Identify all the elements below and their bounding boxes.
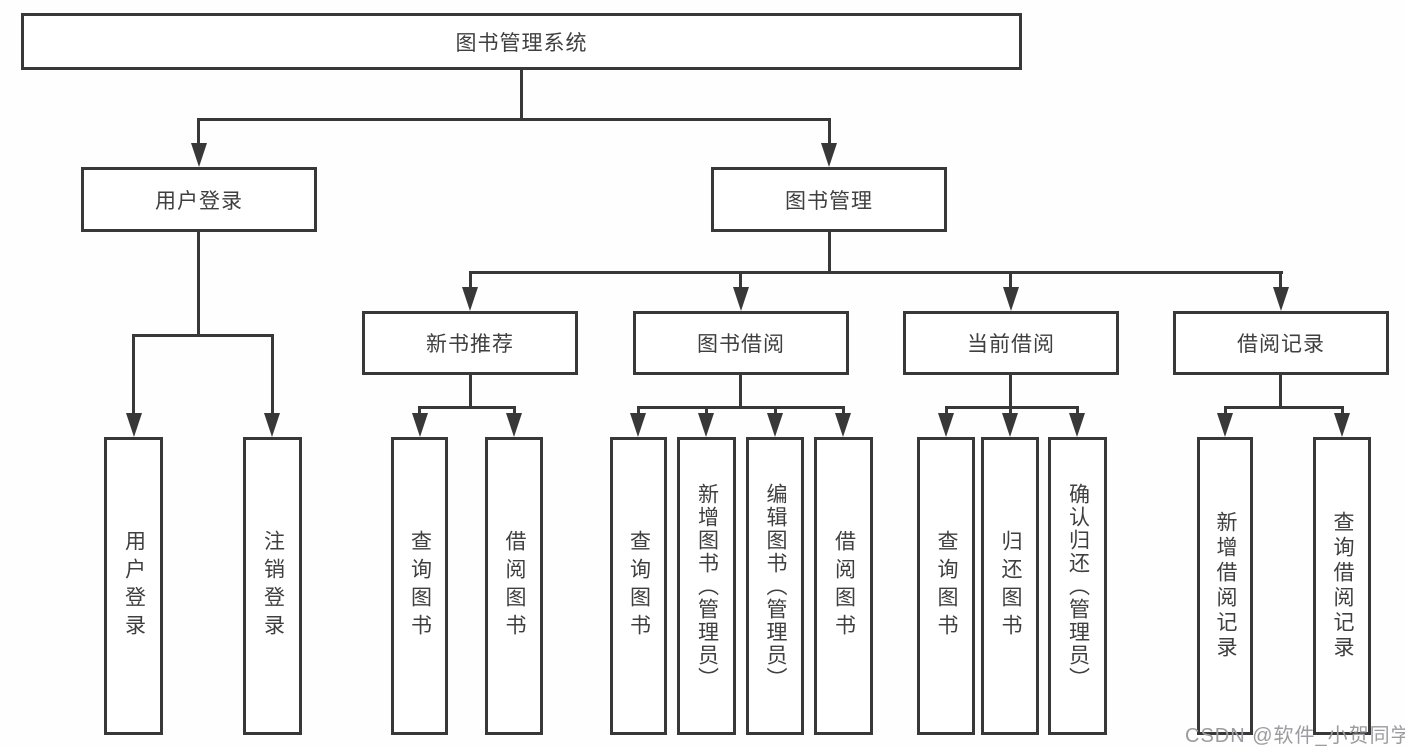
leaf-br-query-record-label: 查询借阅记录 [1331, 511, 1354, 661]
arrow-down-icon [938, 413, 954, 437]
arrow-down-icon [630, 413, 646, 437]
leaf-cb-return-book: 归还图书 [981, 437, 1039, 735]
leaf-user-login: 用户登录 [104, 437, 163, 735]
arrow-down-icon [462, 287, 478, 311]
connector-leaf-shaft [1076, 406, 1079, 415]
leaf-rec-borrow-book-label: 借阅图书 [503, 530, 526, 642]
arrow-down-icon [191, 143, 207, 167]
leaf-bb-add-book-label: 新增图书（管理员） [695, 482, 719, 690]
arrow-down-icon [506, 413, 522, 437]
leaf-bb-query-book-label: 查询图书 [627, 530, 651, 642]
leaf-cb-confirm-return-label: 确认归还（管理员） [1066, 482, 1090, 690]
leaf-bb-query-book: 查询图书 [610, 437, 667, 735]
arrow-down-icon [1003, 287, 1019, 311]
node-book-mgmt: 图书管理 [711, 167, 947, 232]
connector-bookborrow-stem [739, 375, 742, 409]
arrow-down-icon [412, 413, 428, 437]
leaf-rec-query-book: 查询图书 [391, 437, 448, 735]
connector-currentborrow-bar [945, 406, 1079, 409]
connector-l3-shaft [739, 271, 742, 289]
leaf-bb-edit-book-label: 编辑图书（管理员） [764, 482, 787, 690]
connector-bookmgmt-stem [828, 232, 831, 274]
node-borrow-records-label: 借阅记录 [1237, 333, 1325, 356]
arrow-down-icon [1069, 413, 1085, 437]
arrow-down-icon [126, 413, 142, 437]
connector-bookborrow-bar [637, 406, 845, 409]
leaf-bb-add-book: 新增图书（管理员） [677, 437, 736, 735]
arrow-down-icon [1334, 413, 1350, 437]
leaf-cb-query-book: 查询图书 [917, 437, 975, 735]
leaf-cb-confirm-return: 确认归还（管理员） [1048, 437, 1107, 735]
leaf-logout: 注销登录 [243, 437, 302, 735]
leaf-br-query-record: 查询借阅记录 [1313, 437, 1371, 735]
connector-bookmgmt-bar [469, 271, 1283, 274]
connector-borrowrecords-bar [1224, 406, 1344, 409]
connector-leaf-shaft [1341, 406, 1344, 415]
connector-leaf-shaft [842, 406, 845, 415]
node-book-borrow-label: 图书借阅 [697, 333, 785, 356]
connector-leaf-shaft [418, 406, 421, 415]
csdn-watermark: CSDN @软件_小贺同学 [1185, 725, 1405, 747]
leaf-user-login-label: 用户登录 [122, 530, 146, 642]
connector-newbookrec-stem [469, 375, 472, 409]
connector-l3-shaft [1279, 271, 1282, 289]
node-book-mgmt-label: 图书管理 [785, 189, 873, 213]
node-root: 图书管理系统 [21, 13, 1022, 70]
node-current-borrow-label: 当前借阅 [967, 333, 1055, 356]
connector-newbookrec-bar [418, 406, 516, 409]
connector-bookmgmt-shaft [828, 118, 831, 145]
node-borrow-records: 借阅记录 [1173, 311, 1389, 375]
connector-userlogin-shaft [197, 118, 200, 145]
connector-currentborrow-stem [1009, 375, 1012, 409]
connector-leaf-shaft [513, 406, 516, 415]
connector-leaf-shaft [705, 406, 708, 415]
leaf-cb-query-book-label: 查询图书 [935, 530, 958, 642]
arrow-down-icon [835, 413, 851, 437]
node-book-borrow: 图书借阅 [633, 311, 849, 375]
node-user-login-label: 用户登录 [155, 189, 243, 213]
connector-leaf-shaft [1224, 406, 1227, 415]
arrow-down-icon [767, 413, 783, 437]
connector-leaf-shaft [271, 334, 274, 415]
arrow-down-icon [1002, 413, 1018, 437]
arrow-down-icon [821, 143, 837, 167]
arrow-down-icon [1217, 413, 1233, 437]
leaf-rec-query-book-label: 查询图书 [408, 530, 432, 642]
arrow-down-icon [264, 413, 280, 437]
connector-userlogin-stem [197, 232, 200, 337]
connector-root-stem [520, 69, 523, 119]
connector-l3-shaft [469, 271, 472, 289]
connector-leaf-shaft [945, 406, 948, 415]
arrow-down-icon [1273, 287, 1289, 311]
connector-l3-shaft [1009, 271, 1012, 289]
connector-leaf-shaft [637, 406, 640, 415]
leaf-bb-borrow-book: 借阅图书 [814, 437, 873, 735]
node-root-label: 图书管理系统 [455, 31, 588, 55]
arrow-down-icon [698, 413, 714, 437]
connector-borrowrecords-stem [1279, 375, 1282, 409]
leaf-rec-borrow-book: 借阅图书 [485, 437, 543, 735]
leaf-cb-return-book-label: 归还图书 [999, 530, 1022, 642]
connector-leaf-shaft [132, 334, 135, 415]
leaf-logout-label: 注销登录 [261, 530, 285, 642]
leaf-br-add-record-label: 新增借阅记录 [1214, 511, 1237, 661]
leaf-br-add-record: 新增借阅记录 [1197, 437, 1253, 735]
connector-root-bar [197, 118, 831, 121]
node-new-book-rec: 新书推荐 [362, 311, 578, 375]
node-current-borrow: 当前借阅 [903, 311, 1119, 375]
leaf-bb-edit-book: 编辑图书（管理员） [746, 437, 804, 735]
connector-userlogin-bar [132, 334, 274, 337]
node-user-login: 用户登录 [81, 167, 317, 232]
leaf-bb-borrow-book-label: 借阅图书 [832, 530, 856, 642]
node-new-book-rec-label: 新书推荐 [426, 333, 514, 356]
connector-leaf-shaft [1009, 406, 1012, 415]
connector-leaf-shaft [774, 406, 777, 415]
arrow-down-icon [733, 287, 749, 311]
